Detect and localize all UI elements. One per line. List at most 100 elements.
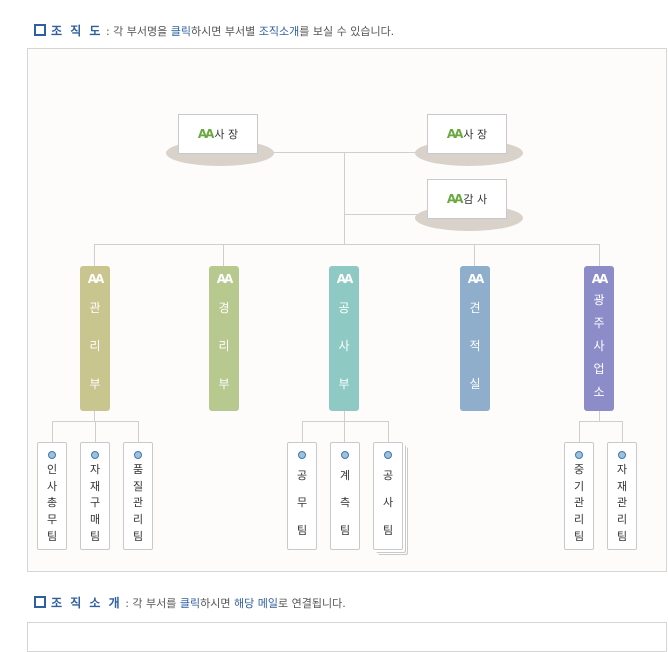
name-char: 관 — [89, 300, 101, 315]
name-char: 업 — [593, 362, 605, 376]
name-char: 사 — [46, 479, 58, 493]
name-char: 총 — [46, 496, 58, 510]
name-char: 자 — [89, 463, 101, 477]
name-char: 팀 — [616, 529, 628, 543]
name-char: 관 — [616, 496, 628, 510]
name-char: 공 — [338, 300, 350, 315]
bullet-icon — [298, 451, 306, 459]
name-char: 광 — [593, 293, 605, 307]
people-icon: AA — [446, 192, 464, 206]
connector — [388, 421, 389, 442]
name-char: 사 — [382, 496, 394, 510]
connector — [579, 421, 622, 422]
name-char: 팀 — [46, 529, 58, 543]
people-icon: AA — [467, 272, 485, 286]
name-char: 계 — [339, 468, 351, 482]
name-char: 주 — [593, 316, 605, 330]
connector — [599, 244, 600, 266]
name-char: 관 — [573, 496, 585, 510]
connector — [94, 244, 95, 266]
bullet-icon — [341, 451, 349, 459]
bullet-icon — [618, 451, 626, 459]
connector — [579, 421, 580, 442]
name-char: 공 — [382, 468, 394, 482]
name-char: 질 — [132, 479, 144, 493]
name-char: 기 — [573, 479, 585, 493]
people-icon: AA — [591, 272, 609, 286]
org-chart-title: 조 직 도 — [51, 24, 103, 38]
name-char: 자 — [616, 463, 628, 477]
connector — [344, 214, 468, 215]
connector — [344, 411, 345, 442]
name-char: 리 — [132, 512, 144, 526]
connector — [95, 421, 96, 442]
people-icon: AA — [197, 127, 215, 141]
people-icon: AA — [336, 272, 354, 286]
name-char: 소 — [593, 385, 605, 399]
name-char: 팀 — [573, 529, 585, 543]
square-bullet-icon — [34, 596, 46, 608]
name-char: 인 — [46, 463, 58, 477]
org-chart-heading: 조 직 도 : 각 부서명을 클릭하시면 부서별 조직소개를 보실 수 있습니다… — [34, 22, 394, 39]
people-icon: AA — [216, 272, 234, 286]
name-char: 품 — [132, 463, 144, 477]
connector — [599, 411, 600, 421]
name-char: 중 — [573, 463, 585, 477]
bullet-icon — [575, 451, 583, 459]
name-char: 관 — [132, 496, 144, 510]
connector — [622, 421, 623, 442]
name-char: 부 — [89, 377, 101, 392]
name-char: 적 — [469, 338, 481, 353]
bullet-icon — [134, 451, 142, 459]
name-char: 재 — [89, 479, 101, 493]
name-char: 구 — [89, 496, 101, 510]
name-char: 부 — [338, 377, 350, 392]
org-intro-title: 조 직 소 개 — [51, 596, 122, 610]
name-char: 리 — [218, 338, 230, 353]
name-char: 사 — [593, 339, 605, 353]
name-char: 공 — [296, 468, 308, 482]
connector — [474, 244, 475, 266]
name-char: 사 — [338, 338, 350, 353]
connector — [138, 421, 139, 442]
name-char: 부 — [218, 377, 230, 392]
connector — [94, 411, 95, 421]
name-char: 측 — [339, 496, 351, 510]
bullet-icon — [91, 451, 99, 459]
name-char: 리 — [89, 338, 101, 353]
name-char: 무 — [296, 496, 308, 510]
name-char: 재 — [616, 479, 628, 493]
bullet-icon — [384, 451, 392, 459]
connector — [223, 244, 224, 266]
connector — [218, 152, 468, 153]
square-bullet-icon — [34, 24, 46, 36]
name-char: 무 — [46, 512, 58, 526]
name-char: 견 — [469, 300, 481, 315]
name-char: 팀 — [296, 523, 308, 537]
connector — [344, 152, 345, 244]
name-char: 리 — [616, 512, 628, 526]
name-char: 매 — [89, 512, 101, 526]
connector — [94, 244, 600, 245]
people-icon: AA — [446, 127, 464, 141]
bullet-icon — [48, 451, 56, 459]
connector — [52, 421, 53, 442]
people-icon: AA — [87, 272, 105, 286]
org-intro-panel — [27, 622, 667, 652]
